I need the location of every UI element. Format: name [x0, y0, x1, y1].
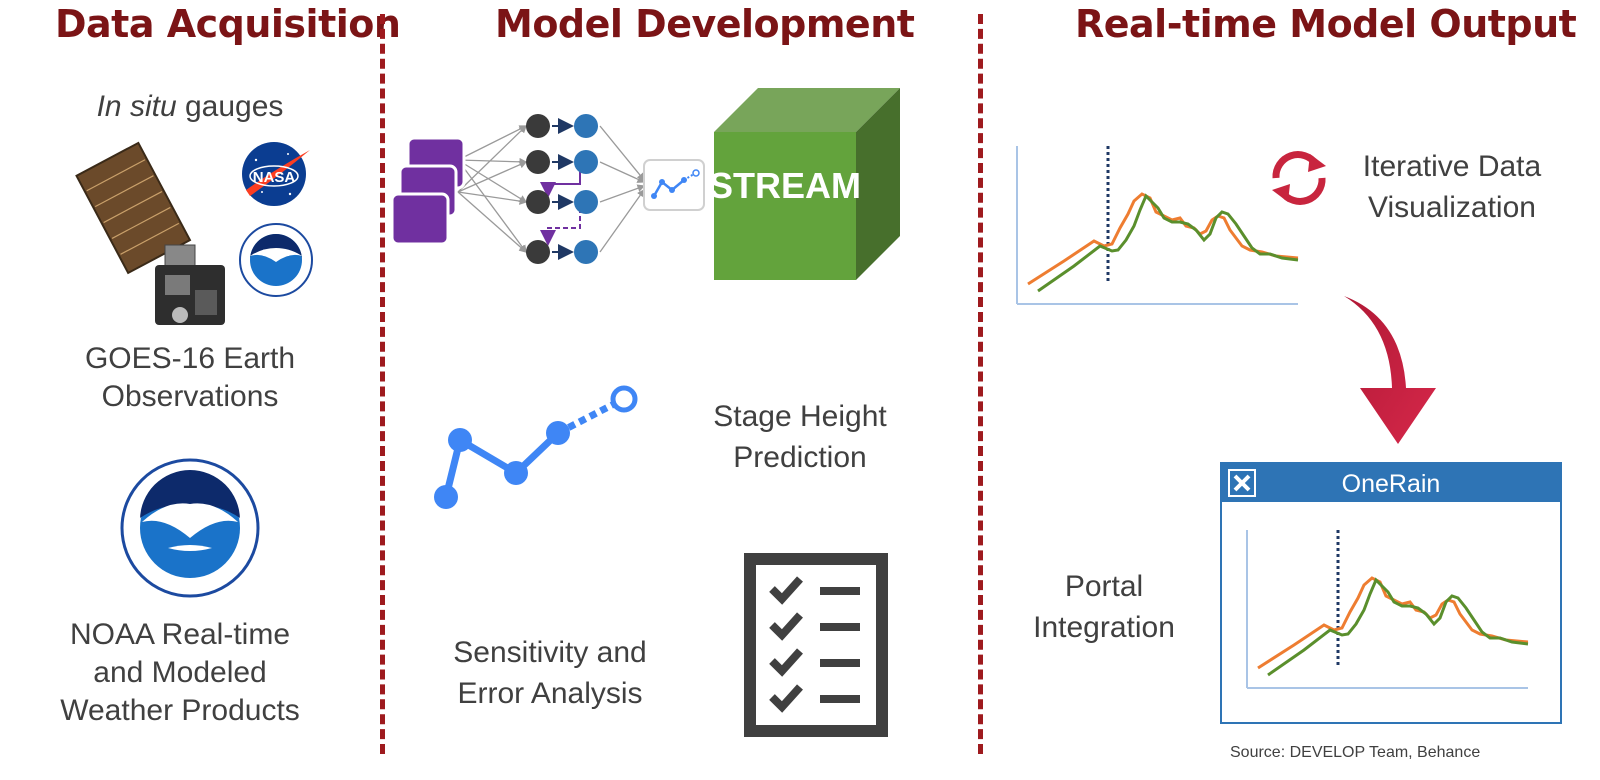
in-situ-rest: gauges	[176, 90, 284, 123]
nasa-logo-text: NASA	[253, 169, 296, 186]
down-arrow-icon	[1344, 296, 1436, 444]
stream-cube-icon: STREAM	[709, 88, 900, 280]
noaa-products-label: NOAA Real-time and Modeled Weather Produ…	[30, 616, 330, 730]
sens-line2: Error Analysis	[457, 677, 643, 710]
onerain-titlebar: OneRain	[1222, 464, 1560, 502]
goes-label: GOES-16 Earth Observations	[40, 340, 340, 416]
iter-line1: Iterative Data	[1362, 150, 1542, 183]
noaa-line2: and Modeled	[93, 656, 267, 689]
sens-line1: Sensitivity and	[453, 636, 647, 669]
noaa-line3: Weather Products	[60, 694, 300, 727]
onerain-window: OneRain	[1220, 462, 1562, 724]
noaa-logo: NOAA	[120, 458, 260, 598]
neural-network-icon	[390, 114, 705, 264]
refresh-icon[interactable]	[1266, 150, 1332, 206]
stage-label: Stage Height Prediction	[660, 396, 940, 478]
checklist-icon	[744, 553, 888, 737]
in-situ-italic: In situ	[96, 90, 177, 123]
portal-line2: Integration	[1033, 611, 1175, 644]
output-title: Real-time Model Output	[1075, 2, 1577, 46]
development-title: Model Development	[495, 2, 915, 46]
iter-line2: Visualization	[1368, 191, 1536, 224]
noaa-logo-text: NOAA	[165, 505, 215, 524]
onerain-chart	[1246, 530, 1529, 689]
output-chart-top	[1016, 146, 1299, 305]
portal-label: Portal Integration	[1004, 566, 1204, 648]
close-icon[interactable]	[1228, 469, 1256, 497]
satellite-icon	[75, 141, 225, 325]
divider-right	[978, 14, 983, 754]
sensitivity-label: Sensitivity and Error Analysis	[410, 632, 690, 714]
stream-label: STREAM	[709, 165, 861, 206]
divider-left	[380, 14, 385, 754]
onerain-title: OneRain	[1341, 470, 1441, 498]
in-situ-label: In situ gauges	[40, 88, 340, 126]
source-credit: Source: DEVELOP Team, Behance	[1230, 744, 1481, 761]
iterative-label: Iterative Data Visualization	[1334, 146, 1570, 228]
nasa-logo: NASA	[242, 142, 310, 206]
noaa-logo-small: NOAA	[239, 223, 313, 297]
portal-line1: Portal	[1064, 570, 1144, 603]
stage-line1: Stage Height	[713, 400, 887, 433]
goes-line2: Observations	[101, 380, 279, 413]
noaa-small-text: NOAA	[263, 248, 290, 258]
stage-line2: Prediction	[733, 441, 867, 474]
acquisition-title: Data Acquisition	[55, 2, 401, 46]
noaa-line1: NOAA Real-time	[69, 618, 291, 651]
line-chart-icon	[434, 385, 638, 509]
goes-line1: GOES-16 Earth	[84, 342, 296, 375]
